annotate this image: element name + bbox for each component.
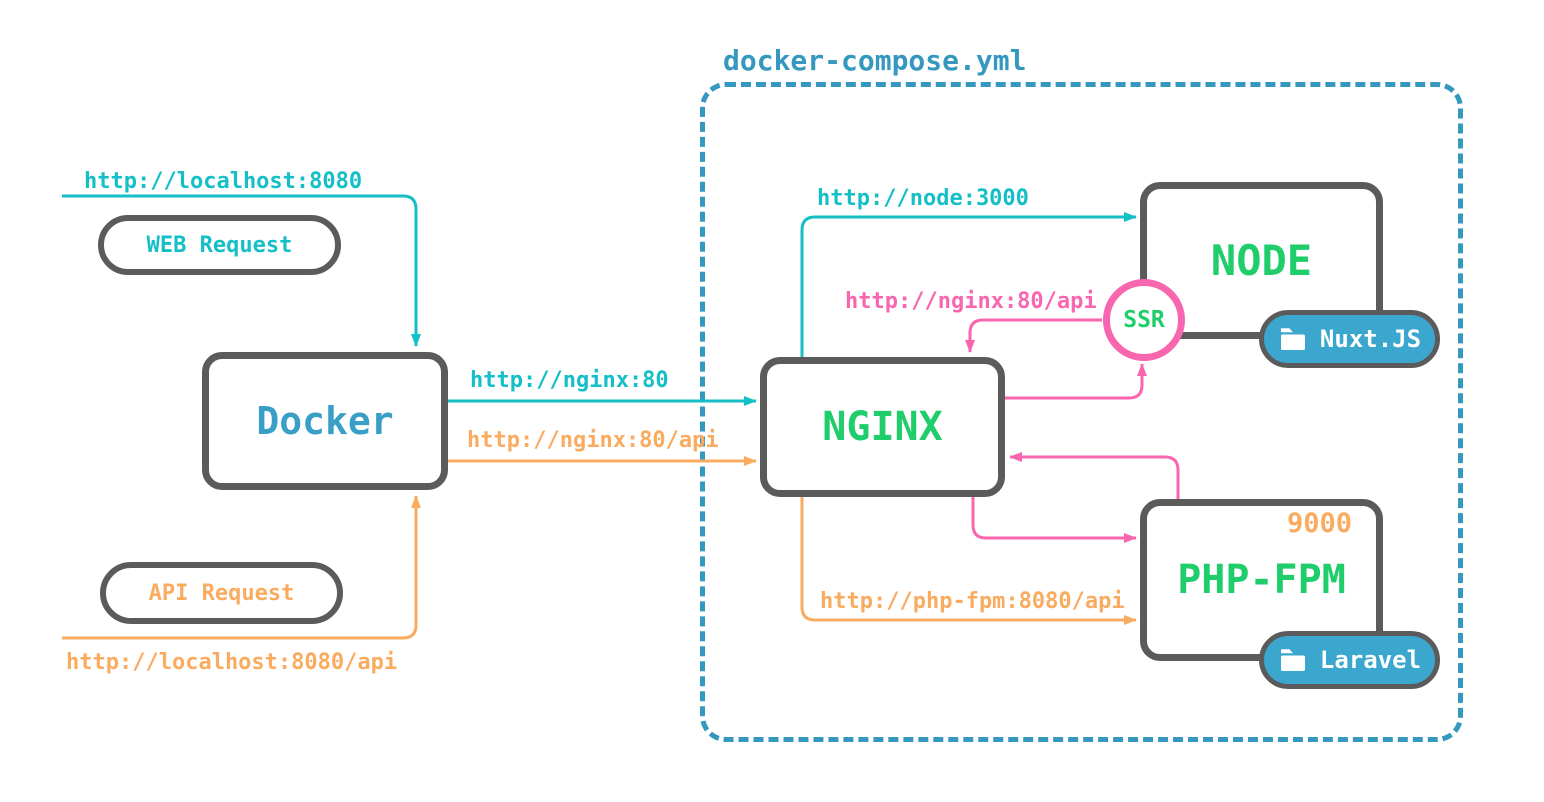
docker-compose-title: docker-compose.yml bbox=[723, 44, 1027, 77]
edge-label-php-fpm-api: http://php-fpm:8080/api bbox=[820, 589, 1125, 614]
php-fpm-port: 9000 bbox=[1286, 508, 1352, 539]
edge-label-nginx-web: http://nginx:80 bbox=[470, 368, 669, 393]
edge-label-ssr-api: http://nginx:80/api bbox=[845, 289, 1097, 314]
node-label: NODE bbox=[1210, 236, 1313, 285]
api-request-pill: API Request bbox=[100, 562, 343, 624]
folder-icon bbox=[1280, 328, 1305, 351]
folder-icon bbox=[1280, 649, 1305, 672]
edge-label-nginx-api: http://nginx:80/api bbox=[467, 428, 719, 453]
api-request-label: API Request bbox=[148, 580, 295, 606]
docker-node: Docker bbox=[202, 352, 448, 490]
nuxt-badge: Nuxt.JS bbox=[1259, 310, 1440, 368]
laravel-badge: Laravel bbox=[1259, 631, 1440, 689]
edge-label-localhost-web: http://localhost:8080 bbox=[84, 169, 363, 194]
docker-label: Docker bbox=[256, 399, 394, 443]
edge-label-localhost-api: http://localhost:8080/api bbox=[66, 650, 398, 675]
ssr-circle: SSR bbox=[1103, 279, 1185, 361]
php-fpm-label: PHP-FPM bbox=[1177, 557, 1346, 603]
docker-compose-container bbox=[700, 82, 1463, 742]
nginx-label: NGINX bbox=[822, 404, 943, 450]
nginx-node: NGINX bbox=[760, 357, 1005, 497]
laravel-badge-label: Laravel bbox=[1319, 646, 1422, 674]
edge-label-node-3000: http://node:3000 bbox=[817, 186, 1029, 211]
ssr-label: SSR bbox=[1123, 307, 1165, 333]
web-request-label: WEB Request bbox=[146, 232, 293, 258]
nuxt-badge-label: Nuxt.JS bbox=[1319, 325, 1422, 353]
web-request-pill: WEB Request bbox=[98, 215, 341, 275]
